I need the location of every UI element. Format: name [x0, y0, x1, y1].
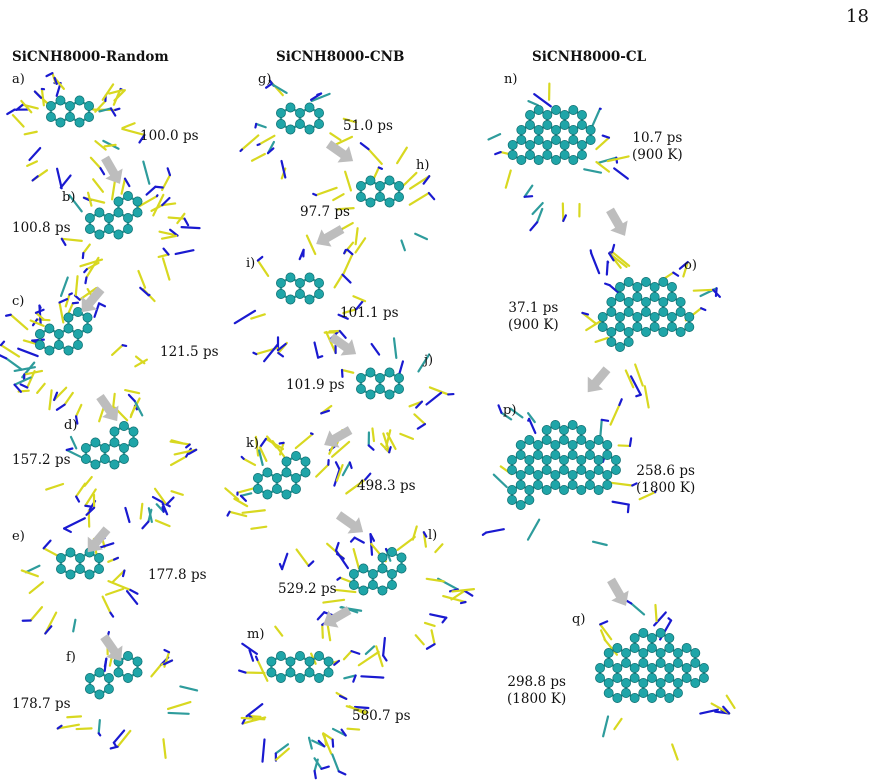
- molecule-c: [0, 275, 148, 425]
- transition-arrow-l-m: [323, 606, 352, 628]
- panel-label-d: d): [64, 418, 78, 433]
- transition-arrow-e-f: [100, 633, 123, 662]
- timestamp-j: 101.9 ps: [286, 377, 345, 393]
- molecule-g: [239, 79, 358, 180]
- panel-label-m: m): [247, 627, 265, 642]
- molecule-e: [20, 531, 139, 635]
- timestamp-n: 10.7 ps(900 K): [632, 130, 683, 163]
- transition-arrow-b-c: [81, 286, 105, 313]
- column-title-cnb: SiCNH8000-CNB: [276, 49, 405, 65]
- transition-arrow-k-l: [335, 511, 364, 534]
- molecule-d: [45, 392, 198, 534]
- panel-label-j: j): [424, 353, 434, 368]
- molecule-n: [487, 82, 630, 232]
- column-title-cl: SiCNH8000-CL: [532, 49, 647, 65]
- transition-arrow-o-p: [587, 366, 611, 393]
- transition-arrow-p-q: [607, 577, 629, 606]
- timestamp-l: 529.2 ps: [278, 581, 337, 597]
- molecule-a: [6, 72, 146, 190]
- molecule-b: [60, 160, 201, 303]
- panel-label-i: i): [246, 256, 256, 271]
- molecule-h: [312, 142, 436, 255]
- molecule-j: [320, 337, 455, 454]
- molecule-o: [581, 243, 721, 409]
- molecule-p: [481, 398, 657, 547]
- panel-label-f: f): [66, 650, 76, 665]
- molecule-i: [233, 234, 367, 363]
- timestamp-g: 51.0 ps: [343, 118, 393, 134]
- panel-label-a: a): [12, 72, 25, 87]
- transition-arrow-a-b: [101, 155, 123, 184]
- column-title-random: SiCNH8000-Random: [12, 49, 169, 65]
- timestamp-k: 498.3 ps: [357, 478, 416, 494]
- molecule-q: [595, 599, 736, 761]
- transition-arrow-c-d: [96, 393, 119, 422]
- transition-arrow-d-e: [87, 526, 111, 553]
- panel-label-b: b): [62, 190, 76, 205]
- molecule-m: [238, 618, 385, 780]
- panel-label-q: q): [572, 612, 586, 627]
- timestamp-e: 177.8 ps: [148, 567, 207, 583]
- transition-arrow-h-i: [316, 225, 345, 247]
- panel-label-c: c): [12, 294, 25, 309]
- page-number: 18: [846, 6, 869, 27]
- molecule-k: [224, 432, 372, 571]
- transition-arrow-g-h: [325, 140, 354, 163]
- transition-arrow-i-j: [328, 333, 357, 356]
- timestamp-m: 580.7 ps: [352, 708, 411, 724]
- timestamp-o: 37.1 ps(900 K): [508, 300, 559, 333]
- timestamp-f: 178.7 ps: [12, 696, 71, 712]
- panel-label-k: k): [246, 436, 259, 451]
- timestamp-a: 100.0 ps: [140, 128, 199, 144]
- panel-label-p: p): [503, 403, 517, 418]
- panel-label-h: h): [416, 158, 430, 173]
- timestamp-i: 101.1 ps: [340, 305, 399, 321]
- timestamp-h: 97.7 ps: [300, 204, 350, 220]
- panel-label-e: e): [12, 529, 25, 544]
- panel-label-o: o): [684, 258, 697, 273]
- timestamp-c: 121.5 ps: [160, 344, 219, 360]
- transition-arrow-n-o: [606, 207, 628, 236]
- molecule-l: [316, 525, 476, 668]
- panel-label-g: g): [258, 72, 272, 87]
- transition-arrow-j-k: [324, 426, 353, 448]
- timestamp-b: 100.8 ps: [12, 220, 71, 236]
- panel-label-l: l): [428, 528, 438, 543]
- panel-label-n: n): [504, 72, 518, 87]
- timestamp-q: 298.8 ps(1800 K): [507, 674, 567, 707]
- timestamp-d: 157.2 ps: [12, 452, 71, 468]
- timestamp-p: 258.6 ps(1800 K): [636, 463, 696, 496]
- molecule-f: [56, 630, 199, 759]
